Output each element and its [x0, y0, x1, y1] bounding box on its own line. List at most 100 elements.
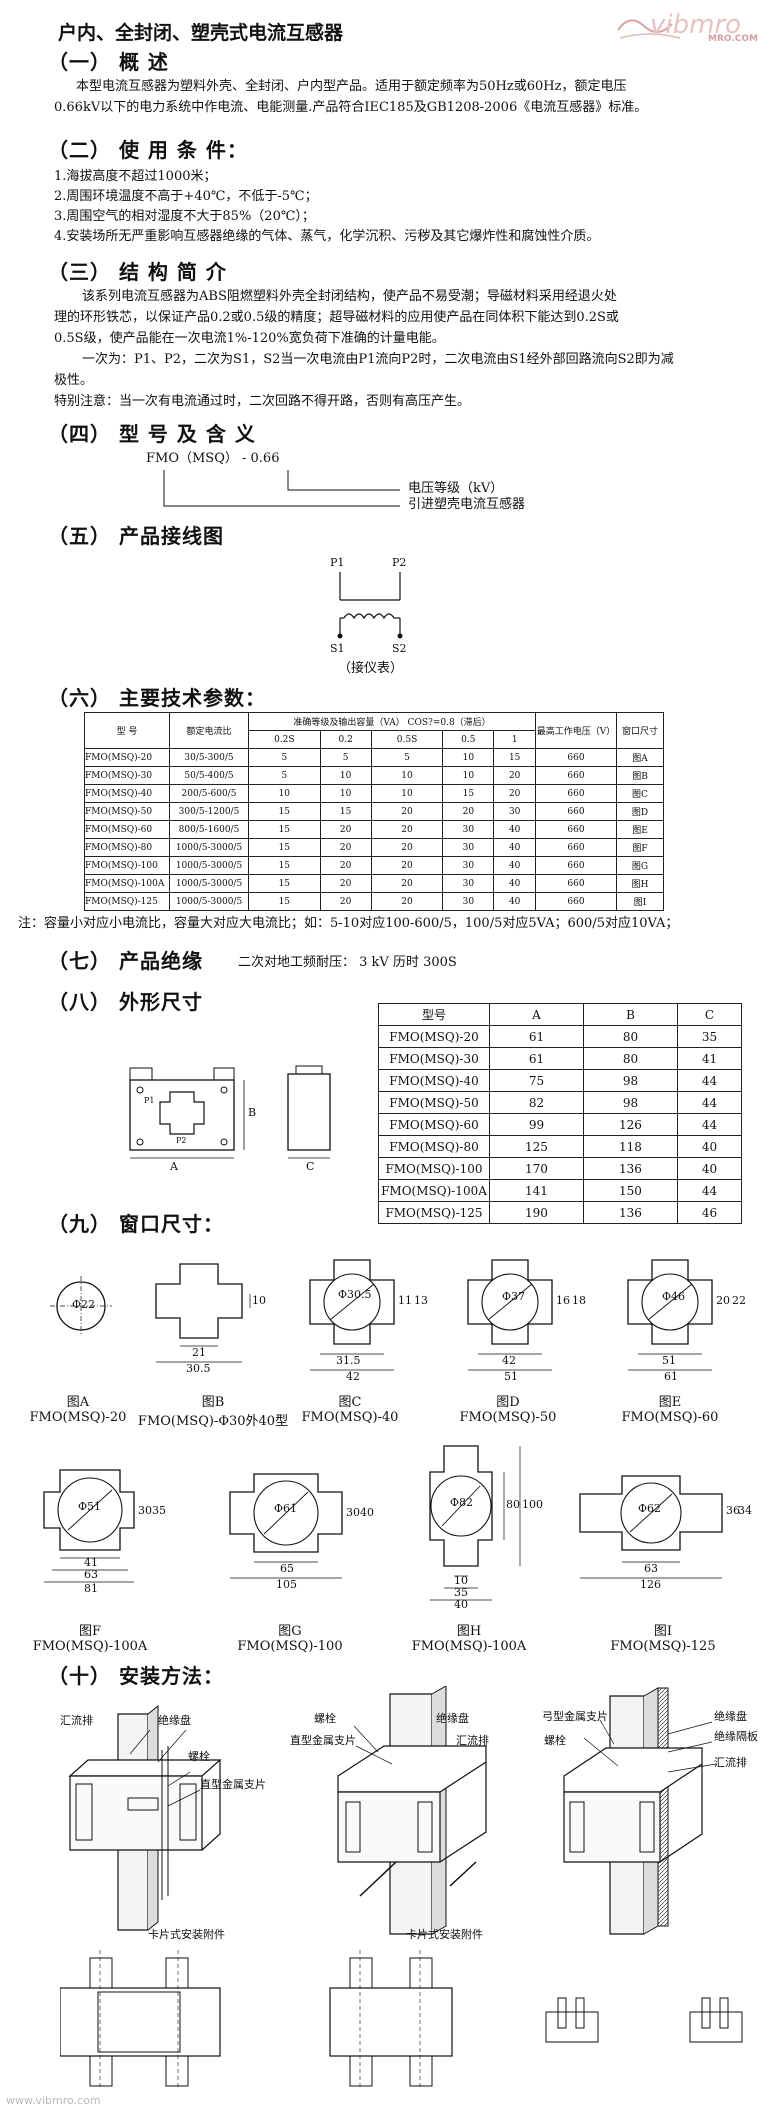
transformer-icon — [337, 572, 403, 639]
label-clip-2: 卡片式安装附件 — [406, 1928, 483, 1941]
spec-cell: 1000/5-3000/5 — [169, 892, 249, 911]
section-8-heading: （八） 外形尺寸 — [48, 990, 203, 1014]
wiring-caption: （接仪表） — [338, 661, 404, 676]
spec-cell: FMO(MSQ)-80 — [84, 838, 170, 857]
dim-g-dia: Φ61 — [274, 1502, 298, 1515]
dimension-cell: 98 — [582, 1091, 678, 1114]
spec-cell: 20 — [370, 838, 444, 857]
label-bolt-3: 螺栓 — [544, 1734, 566, 1747]
dimension-cell: 44 — [676, 1113, 743, 1136]
spec-cell: 15 — [248, 874, 321, 893]
spec-cell: FMO(MSQ)-20 — [84, 748, 170, 767]
window-c-icon — [309, 1259, 395, 1371]
dimension-cell: 190 — [489, 1201, 584, 1224]
logo-sub: MRO.COM — [708, 34, 758, 44]
spec-cell: 1000/5-3000/5 — [169, 856, 249, 875]
dimension-cell: 98 — [582, 1069, 678, 1092]
spec-cell: 图D — [616, 802, 664, 821]
spec-cell: 30 — [442, 820, 495, 839]
section-7-heading: （七） 产品绝缘 — [48, 949, 203, 973]
dim-e-2: 61 — [664, 1370, 678, 1383]
section-10-heading: （十） 安装方法： — [48, 1664, 224, 1688]
spec-cell: 图C — [616, 784, 664, 803]
spec-cell: 660 — [535, 838, 617, 857]
dim-d-1: 42 — [502, 1354, 516, 1367]
s1-paragraph-line1: 本型电流互感器为塑料外壳、全封闭、户内型产品。适用于额定频率为50Hz或60Hz… — [76, 79, 627, 94]
dim-header-model: 型号 — [378, 1003, 490, 1026]
label-insulator-2: 绝缘盘 — [436, 1712, 469, 1725]
dimension-cell: 136 — [582, 1201, 678, 1224]
window-a-icon — [50, 1276, 112, 1336]
spec-cell: 660 — [535, 856, 617, 875]
spec-cell: 660 — [535, 892, 617, 911]
window-h-icon — [429, 1445, 521, 1601]
spec-cell: 30 — [493, 802, 536, 821]
spec-header-ratio: 额定电流比 — [169, 712, 249, 749]
spec-cell: 图G — [616, 856, 664, 875]
caption-fig-d: 图D FMO(MSQ)-50 — [448, 1391, 568, 1425]
spec-cell: 图F — [616, 838, 664, 857]
dimension-cell: FMO(MSQ)-125 — [378, 1201, 490, 1224]
spec-cell: FMO(MSQ)-100 — [84, 856, 170, 875]
dim-e-dia: Φ46 — [662, 1290, 686, 1303]
dim-g-3: 30 — [346, 1506, 360, 1519]
meaning-voltage: 电压等级（kV） — [408, 481, 504, 496]
caption-fig-h: 图H FMO(MSQ)-100A — [404, 1620, 534, 1654]
spec-cell: 30 — [442, 856, 495, 875]
caption-fig-d-model: FMO(MSQ)-50 — [459, 1410, 557, 1425]
terminal-p1: P1 — [330, 556, 345, 569]
outline-p1: P1 — [144, 1096, 155, 1105]
section-1-heading: （一） 概 述 — [48, 50, 169, 74]
caption-fig-f: 图F FMO(MSQ)-100A — [30, 1620, 150, 1654]
dim-i-4: 34 — [738, 1504, 752, 1517]
caption-fig-a-label: 图A — [66, 1395, 90, 1410]
dimension-cell: 118 — [582, 1135, 678, 1158]
spec-cell: 15 — [248, 802, 321, 821]
dim-f-dia: Φ51 — [78, 1500, 102, 1513]
dim-c-2: 42 — [346, 1370, 360, 1383]
dimension-cell: 80 — [582, 1025, 678, 1048]
spec-cell: 30 — [442, 838, 495, 857]
dim-g-1: 65 — [280, 1562, 294, 1575]
clip-drawing-2 — [320, 1950, 520, 2090]
spec-cell: 5 — [370, 748, 444, 767]
dim-a-dia: Φ22 — [72, 1298, 96, 1311]
dimension-cell: 40 — [676, 1135, 743, 1158]
spec-cell: 20 — [319, 838, 372, 857]
s3-line-2: 理的环形铁芯，以保证产品0.2或0.5级的精度；超导磁材料的应用使产品在同体积下… — [54, 310, 619, 325]
clip-2-icon — [329, 1950, 453, 2090]
dim-i-dia: Φ62 — [638, 1502, 662, 1515]
install-drawing-1: 汇流排 绝缘盘 螺栓 直型金属支片 — [40, 1690, 290, 1940]
spec-cell: FMO(MSQ)-30 — [84, 766, 170, 785]
dimension-cell: 80 — [582, 1047, 678, 1070]
label-bolt-2: 螺栓 — [314, 1712, 336, 1725]
dimension-cell: FMO(MSQ)-80 — [378, 1135, 490, 1158]
s1-paragraph-line2: 0.66kV以下的电力系统中作电流、电能测量.产品符合IEC185及GB1208… — [54, 100, 648, 115]
spec-cell: 1000/5-3000/5 — [169, 874, 249, 893]
spec-cell: 20 — [493, 766, 536, 785]
spec-cell: 15 — [248, 820, 321, 839]
spec-cell: 660 — [535, 820, 617, 839]
install-3-icon — [563, 1687, 717, 1935]
caption-fig-i: 图I FMO(MSQ)-125 — [598, 1620, 728, 1654]
caption-fig-c: 图C FMO(MSQ)-40 — [290, 1391, 410, 1425]
spec-cell: 10 — [442, 748, 495, 767]
s3-line-3: 0.5S级，使产品能在一次电流1%-120%宽负荷下准确的计量电能。 — [54, 331, 445, 346]
spec-cell: FMO(MSQ)-40 — [84, 784, 170, 803]
window-b-icon — [155, 1263, 251, 1363]
spec-header-group: 准确等级及输出容量（VA） COS?=0.8（滞后） — [248, 712, 536, 731]
model-meaning-lines — [163, 470, 400, 507]
clip-1-icon — [59, 1950, 221, 2090]
spec-cell: 10 — [370, 784, 444, 803]
dimension-cell: FMO(MSQ)-100 — [378, 1157, 490, 1180]
caption-fig-g-label: 图G — [278, 1624, 302, 1639]
label-busbar-3: 汇流排 — [714, 1756, 747, 1769]
spec-cell: FMO(MSQ)-60 — [84, 820, 170, 839]
